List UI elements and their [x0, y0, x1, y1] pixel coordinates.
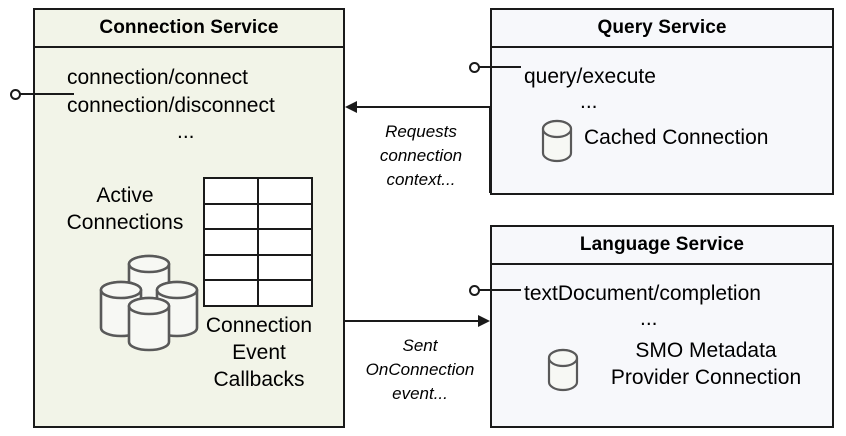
- grid-cell: [259, 281, 311, 305]
- query-service-title: Query Service: [492, 10, 832, 48]
- smo-metadata-provider-connection-label: SMO Metadata Provider Connection: [610, 339, 802, 389]
- component-query-service[interactable]: Query Service query/execute ... Cached C…: [490, 8, 834, 195]
- database-cylinder-icon: [87, 246, 211, 352]
- grid-cell: [205, 230, 257, 254]
- lollipop-stem: [479, 66, 521, 68]
- grid-cell: [205, 281, 257, 305]
- connector-label-requests-connection-context: Requests connection context...: [379, 122, 463, 189]
- connection-event-callbacks-label: Connection Event Callbacks: [205, 314, 313, 391]
- lollipop-stem: [20, 93, 74, 95]
- interface-connection-connect: connection/connect: [67, 66, 248, 89]
- language-service-body: textDocument/completion ... SMO Metadata…: [492, 265, 832, 426]
- grid-cell: [259, 255, 311, 280]
- connector-segment-horizontal: [345, 320, 479, 322]
- interface-textdocument-completion: textDocument/completion: [524, 282, 761, 305]
- language-service-ellipsis: ...: [640, 307, 658, 330]
- connector-segment-vertical: [489, 107, 491, 193]
- connector-segment-horizontal: [357, 106, 490, 108]
- connection-service-ellipsis: ...: [177, 120, 195, 143]
- arrow-head-right-icon: [478, 315, 490, 327]
- grid-cell: [259, 230, 311, 254]
- connection-service-title: Connection Service: [35, 10, 343, 48]
- interface-connection-disconnect: connection/disconnect: [67, 94, 275, 117]
- grid-cell: [259, 179, 311, 203]
- query-service-body: query/execute ... Cached Connection: [492, 48, 832, 193]
- arrow-head-left-icon: [345, 101, 357, 113]
- table-grid-icon: [203, 177, 313, 307]
- component-language-service[interactable]: Language Service textDocument/completion…: [490, 225, 834, 428]
- grid-cell: [205, 179, 257, 203]
- connector-label-sent-onconnection-event: Sent OnConnection event...: [365, 336, 475, 403]
- grid-cell: [205, 255, 257, 280]
- connection-service-body: connection/connect connection/disconnect…: [35, 48, 343, 426]
- grid-cell: [259, 204, 311, 229]
- query-service-ellipsis: ...: [580, 90, 598, 113]
- database-cylinder-icon: [546, 347, 580, 393]
- active-connections-label: Active Connections: [66, 184, 184, 234]
- cached-connection-label: Cached Connection: [584, 126, 769, 149]
- lollipop-stem: [479, 289, 521, 291]
- grid-cell: [205, 204, 257, 229]
- component-connection-service[interactable]: Connection Service connection/connect co…: [33, 8, 345, 428]
- database-cylinder-icon: [540, 118, 574, 164]
- language-service-title: Language Service: [492, 227, 832, 265]
- interface-query-execute: query/execute: [524, 65, 656, 88]
